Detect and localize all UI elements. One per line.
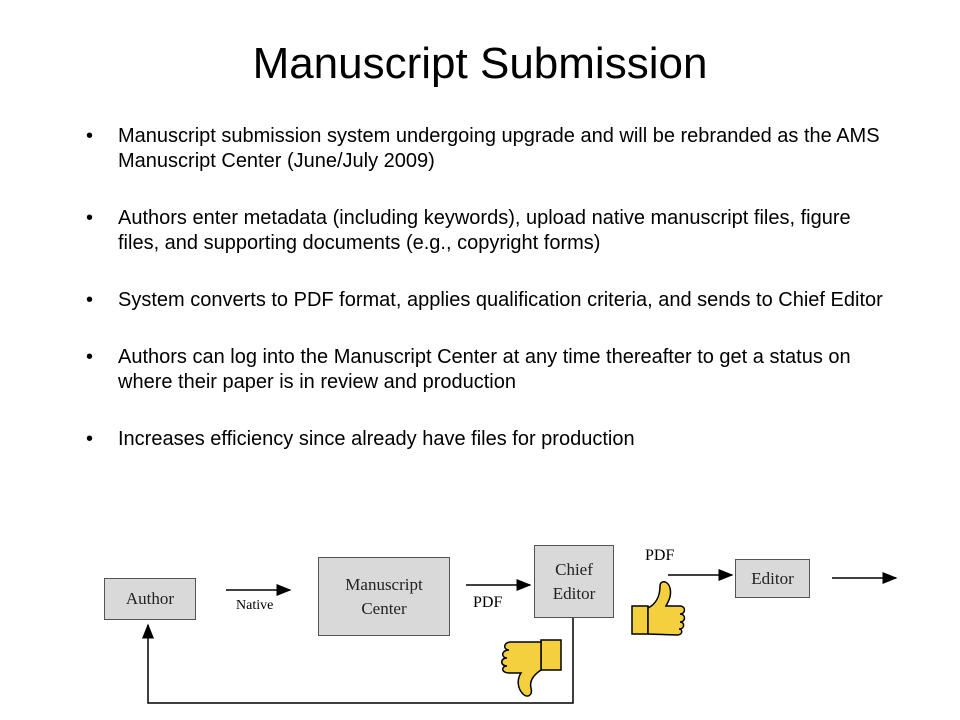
node-chief-editor-label: Chief Editor — [552, 559, 596, 603]
node-editor: Editor — [735, 559, 810, 598]
node-manuscript-center-label: Manuscript Center — [345, 574, 423, 618]
thumbs-up-icon — [631, 581, 686, 636]
bullet-list: Manuscript submission system undergoing … — [78, 124, 888, 452]
thumbs-down-icon — [501, 639, 562, 697]
node-editor-label: Editor — [751, 568, 794, 588]
node-chief-editor: Chief Editor — [534, 545, 614, 618]
arrow-return-to-author — [142, 618, 574, 704]
node-manuscript-center: Manuscript Center — [318, 557, 450, 636]
slide-title: Manuscript Submission — [252, 39, 708, 88]
bullet-item: Manuscript submission system undergoing … — [78, 124, 888, 174]
edge-label-pdf-to-chief: PDF — [473, 594, 503, 611]
node-author-label: Author — [125, 589, 175, 608]
bullet-item: Authors can log into the Manuscript Cent… — [78, 345, 888, 395]
bullet-item: System converts to PDF format, applies q… — [78, 288, 888, 313]
node-author: Author — [104, 578, 196, 620]
bullet-item: Increases efficiency since already have … — [78, 427, 888, 452]
bullet-item: Authors enter metadata (including keywor… — [78, 206, 888, 256]
edge-label-pdf-to-editor: PDF — [645, 547, 675, 564]
edge-label-native: Native — [236, 598, 274, 613]
